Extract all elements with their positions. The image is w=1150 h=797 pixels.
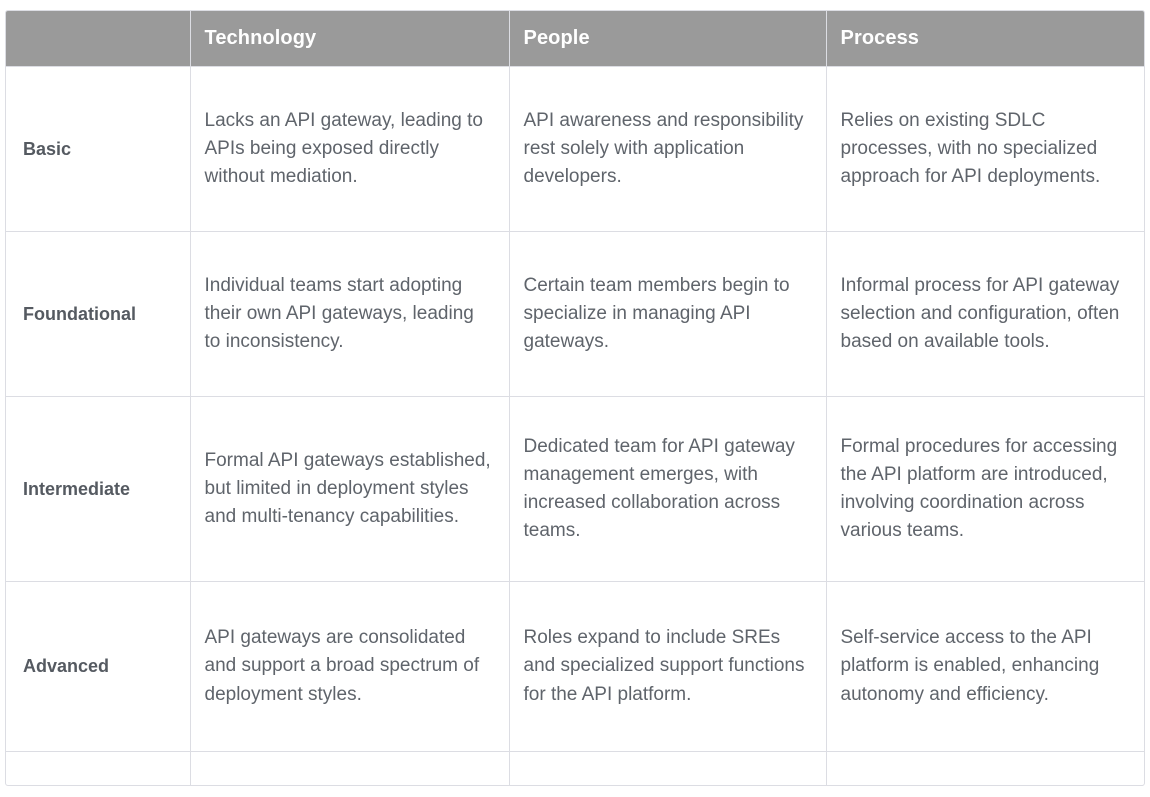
table-row: Basic Lacks an API gateway, leading to A… bbox=[6, 66, 1144, 232]
cell-foundational-process: Informal process for API gateway selecti… bbox=[826, 231, 1144, 397]
cell-foundational-technology: Individual teams start adopting their ow… bbox=[190, 231, 510, 397]
cell-advanced-process: Self-service access to the API platform … bbox=[826, 581, 1144, 752]
cell-foundational-people: Certain team members begin to specialize… bbox=[509, 231, 827, 397]
cell-advanced-technology: API gateways are consolidated and suppor… bbox=[190, 581, 510, 752]
cell-intermediate-process: Formal procedures for accessing the API … bbox=[826, 396, 1144, 582]
row-label-intermediate: Intermediate bbox=[6, 396, 191, 582]
row-label-advanced: Advanced bbox=[6, 581, 191, 752]
cell-differentiated-process: Seamless and transparent API management … bbox=[826, 751, 1144, 785]
table-row: Differentiated API gateway evolves into … bbox=[6, 751, 1144, 785]
table-row: Foundational Individual teams start adop… bbox=[6, 231, 1144, 397]
row-label-basic: Basic bbox=[6, 66, 191, 232]
header-cell-people: People bbox=[509, 11, 827, 67]
header-cell-technology: Technology bbox=[190, 11, 510, 67]
header-cell-process: Process bbox=[826, 11, 1144, 67]
cell-basic-process: Relies on existing SDLC processes, with … bbox=[826, 66, 1144, 232]
api-maturity-table: Technology People Process Basic Lacks an… bbox=[6, 11, 1144, 785]
table-row: Advanced API gateways are consolidated a… bbox=[6, 581, 1144, 752]
cell-intermediate-people: Dedicated team for API gateway managemen… bbox=[509, 396, 827, 582]
cell-differentiated-people: High degree of collaboration among vario… bbox=[509, 751, 827, 785]
header-cell-dimension bbox=[6, 11, 191, 67]
table-header: Technology People Process bbox=[6, 11, 1144, 67]
table-row: Intermediate Formal API gateways establi… bbox=[6, 396, 1144, 582]
row-label-differentiated: Differentiated bbox=[6, 751, 191, 785]
row-label-foundational: Foundational bbox=[6, 231, 191, 397]
maturity-matrix-container: Technology People Process Basic Lacks an… bbox=[5, 10, 1145, 786]
cell-advanced-people: Roles expand to include SREs and special… bbox=[509, 581, 827, 752]
cell-intermediate-technology: Formal API gateways established, but lim… bbox=[190, 396, 510, 582]
table-body: Basic Lacks an API gateway, leading to A… bbox=[6, 66, 1144, 785]
header-row: Technology People Process bbox=[6, 11, 1144, 67]
cell-basic-technology: Lacks an API gateway, leading to APIs be… bbox=[190, 66, 510, 232]
cell-basic-people: API awareness and responsibility rest so… bbox=[509, 66, 827, 232]
